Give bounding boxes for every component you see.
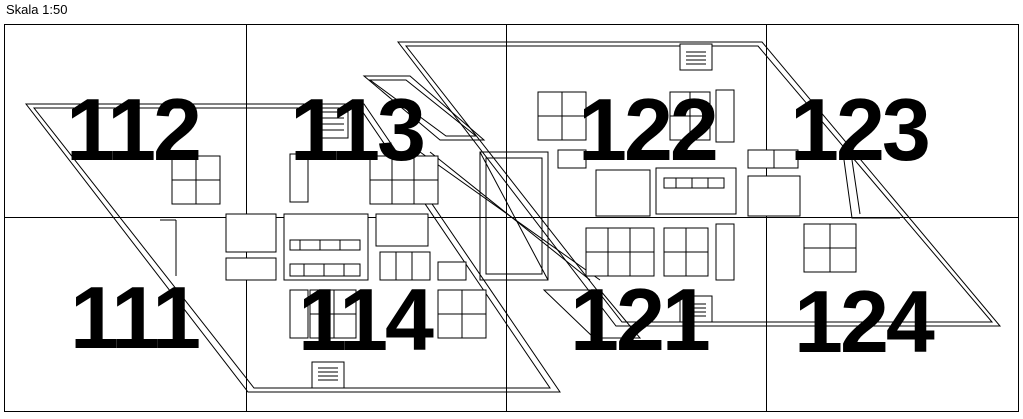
sheet-number-111: 111 bbox=[70, 268, 199, 367]
sheet-number-122: 122 bbox=[578, 80, 716, 179]
scale-label: Skala 1:50 bbox=[6, 2, 68, 17]
desk-clusters bbox=[171, 89, 857, 339]
sheet-number-112: 112 bbox=[66, 80, 199, 179]
sheet-number-123: 123 bbox=[790, 80, 928, 179]
sheet-numbers: 112 113 122 123 111 114 121 124 bbox=[66, 80, 938, 371]
sheet-number-121: 121 bbox=[570, 270, 709, 369]
stairs bbox=[311, 43, 713, 389]
building-outline bbox=[24, 41, 1002, 393]
sheet-number-124: 124 bbox=[794, 272, 935, 371]
sheet-number-114: 114 bbox=[298, 270, 434, 369]
core-rooms bbox=[225, 167, 801, 281]
sheet-number-113: 113 bbox=[290, 80, 423, 179]
